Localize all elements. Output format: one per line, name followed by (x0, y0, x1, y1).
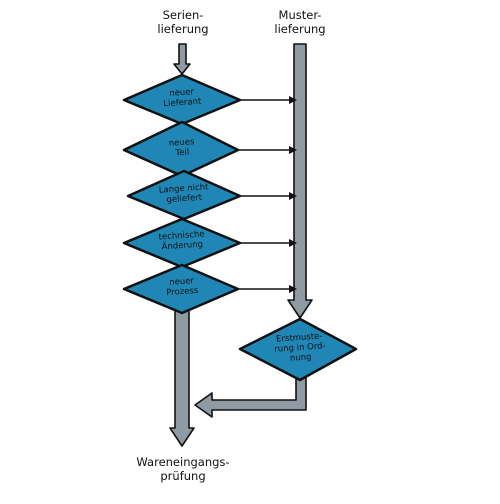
connectors (238, 96, 297, 293)
serial-delivery-entry-arrow (173, 43, 191, 75)
decision-new-supplier (122, 73, 242, 126)
connector-arrowhead (289, 285, 297, 293)
serial-delivery-trunk-arrow (169, 299, 195, 447)
sample-delivery-trunk-arrow (287, 43, 313, 319)
decision-not-delivered-long (126, 169, 242, 221)
decision-initial-sample-ok (238, 317, 358, 382)
connector-arrowhead (289, 239, 297, 247)
sample-ok-return-arrow (194, 371, 307, 418)
serial-delivery-label: Serien- lieferung (157, 8, 209, 36)
connector-arrowhead (289, 192, 297, 200)
decision-new-process (122, 263, 240, 315)
connector-arrowhead (289, 146, 297, 154)
connector-arrowhead (289, 96, 297, 104)
sample-delivery-label: Muster- lieferung (274, 8, 326, 36)
decision-new-part (122, 120, 240, 178)
incoming-inspection-label: Wareneingangs- prüfung (136, 455, 230, 483)
decision-technical-change (122, 217, 242, 269)
decision-label: Erstmuste- rung in Ord- nung (274, 331, 326, 364)
